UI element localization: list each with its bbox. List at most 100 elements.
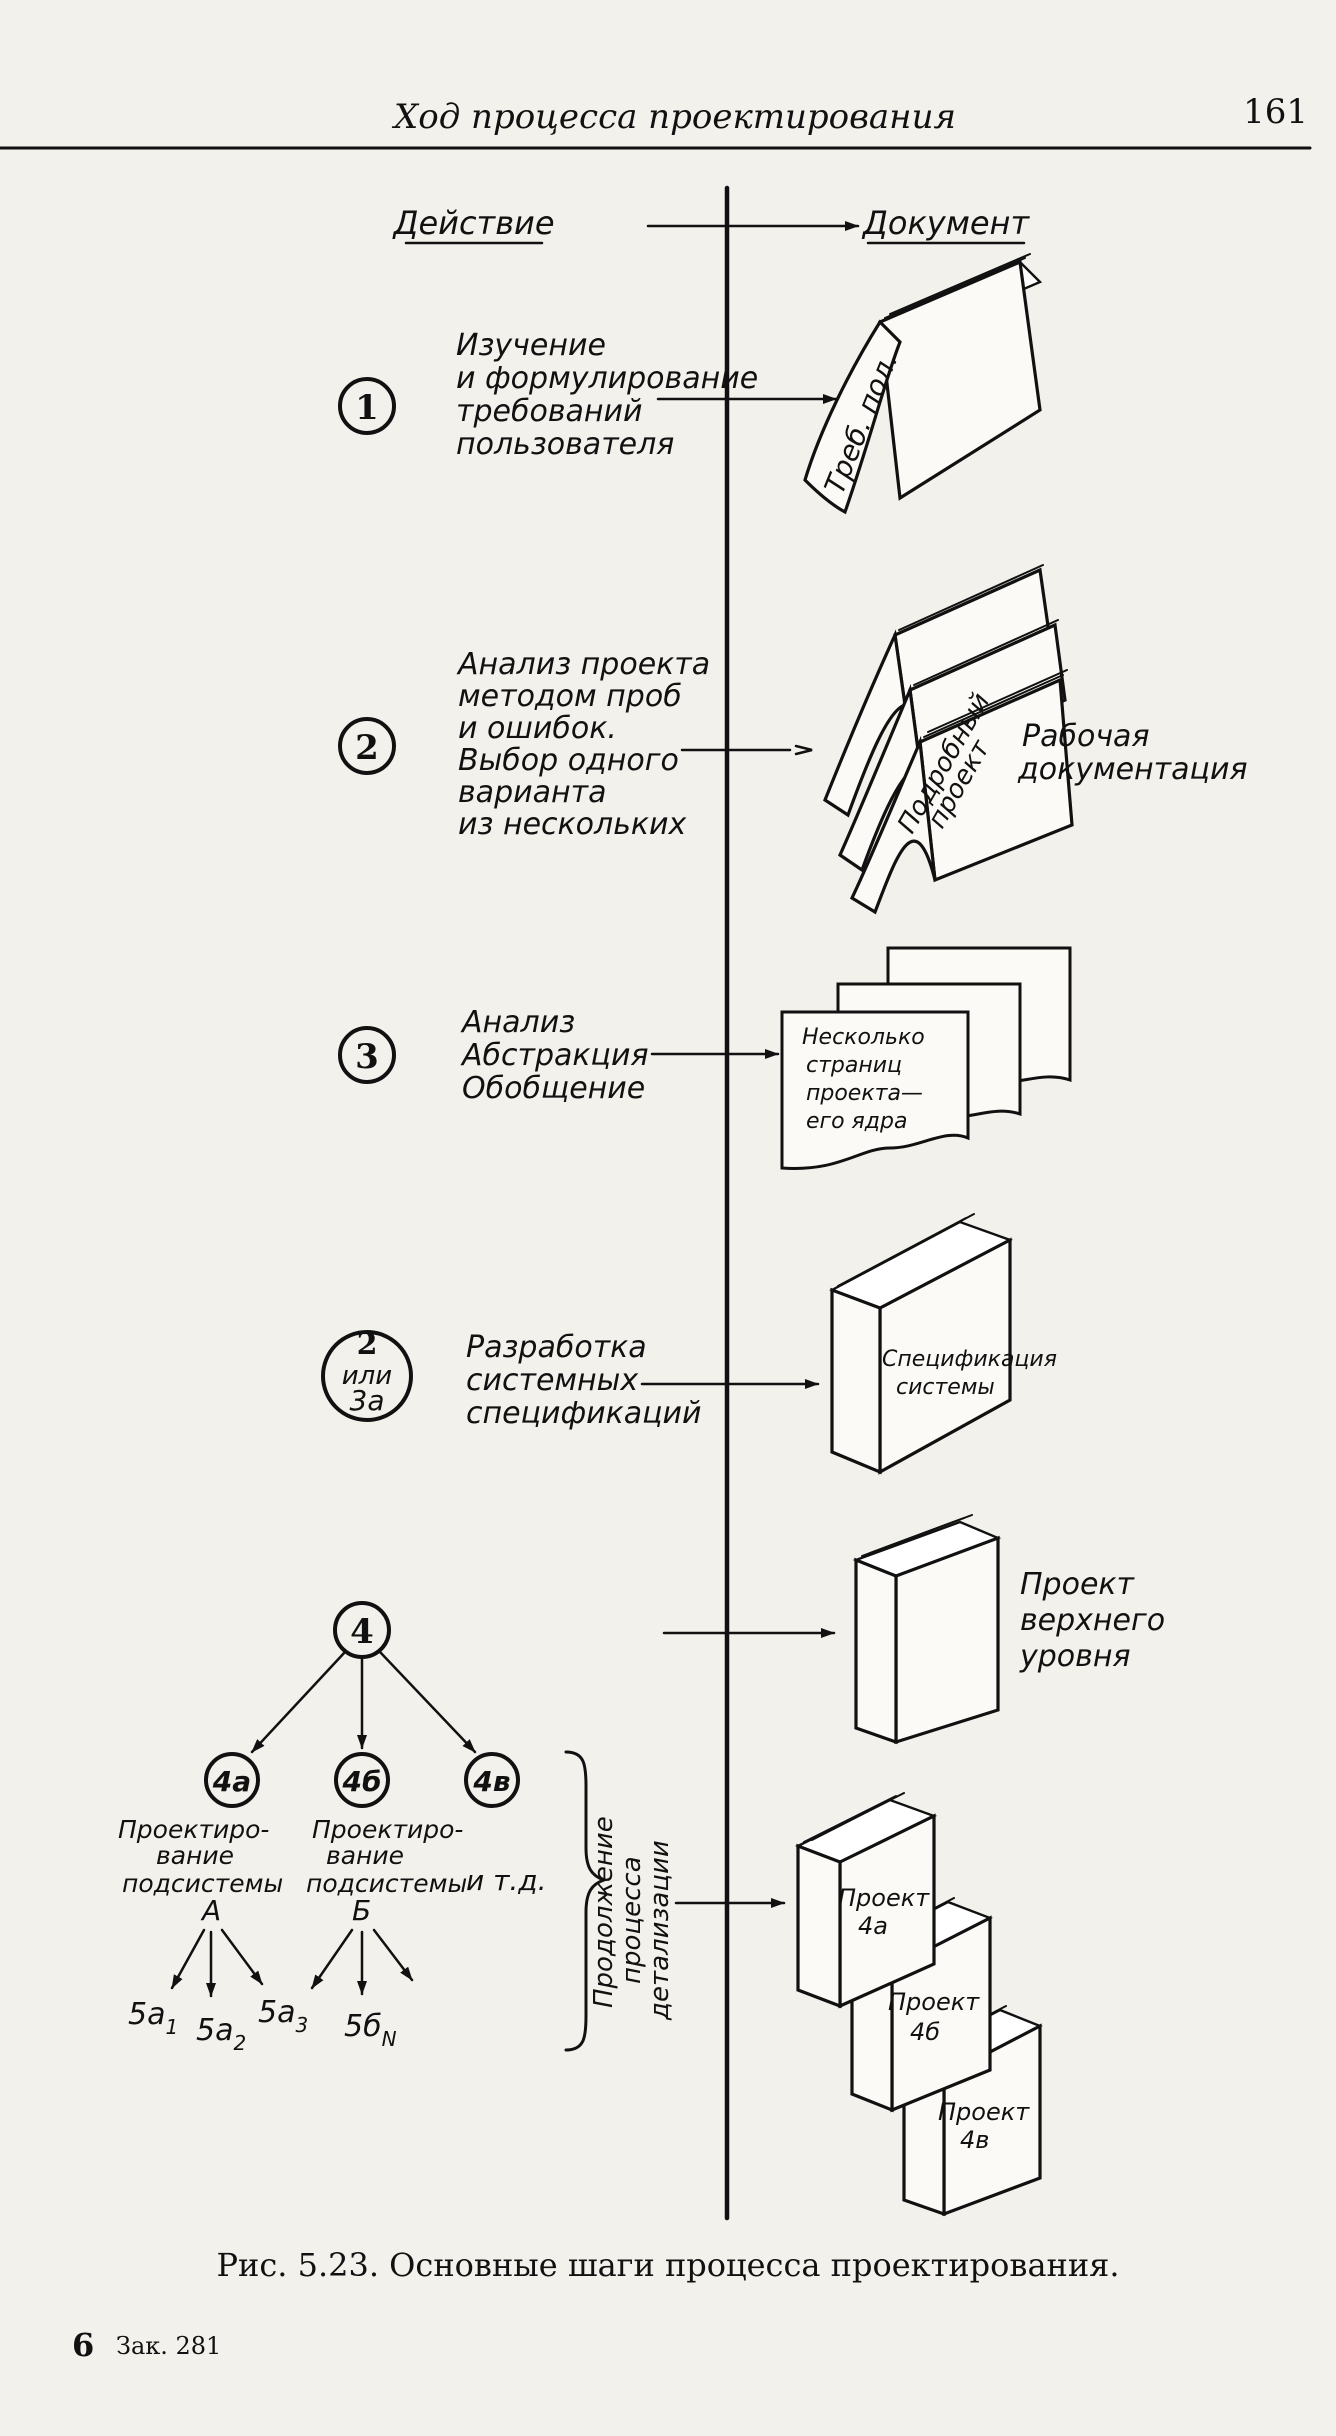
action-heading: Действие: [391, 204, 554, 242]
doc-line: Спецификация: [882, 1347, 1057, 1372]
step-number: 3а: [350, 1384, 385, 1417]
running-title: Ход процесса проектирования: [391, 97, 956, 137]
page-header: Ход процесса проектирования 161: [0, 92, 1312, 150]
substep-b-text: Проектиро- вание подсистемы Б: [306, 1815, 467, 1927]
step-number-circle: [321, 1330, 413, 1422]
action-line: Проектиро-: [118, 1815, 269, 1844]
substep-tree: 4а 4б 4в Проектиро- вание подсистемы А П…: [118, 1650, 786, 2055]
signature-number: 6: [72, 2326, 94, 2364]
action-line: вание: [156, 1841, 234, 1870]
top-level-label: Проект верхнего уровня: [1019, 1567, 1165, 1674]
action-line: Проектиро-: [312, 1815, 463, 1844]
action-line: и формулирование: [456, 361, 758, 396]
action-line: требований: [456, 394, 643, 429]
column-headings: Действие Документ: [391, 204, 1031, 245]
doc-line: Проект: [938, 2098, 1030, 2126]
requirements-book-icon: Треб. пол.: [803, 253, 1043, 515]
step-action-text: Изучение и формулирование требований пол…: [456, 328, 758, 462]
step-action-text: Разработка системных спецификаций: [466, 1330, 702, 1431]
step-1: 1 Изучение и формулирование требований п…: [338, 253, 1043, 515]
substep-number: 4б: [341, 1765, 381, 1798]
brace-line: Продолжение: [589, 1816, 619, 2008]
leaf-label: 5а1: [128, 1997, 178, 2039]
step-number-circle: [338, 717, 396, 775]
action-line: подсистемы: [306, 1869, 467, 1898]
system-spec-book-icon: Спецификация системы: [829, 1213, 1057, 1475]
pages-stack-icon: Несколько страниц проекта— его ядра: [780, 946, 1072, 1170]
action-line: методом проб: [458, 679, 682, 714]
doc-line: системы: [896, 1375, 995, 1400]
action-line: подсистемы: [122, 1869, 283, 1898]
step-number: 3: [355, 1037, 379, 1077]
doc-line: 4в: [960, 2126, 989, 2154]
doc-line: уровня: [1019, 1639, 1131, 1674]
step-number: или: [342, 1361, 392, 1391]
figure-caption: Рис. 5.23. Основные шаги процесса проект…: [216, 2246, 1119, 2284]
step-number: 2: [357, 1327, 378, 1362]
step-2-or-3a: 2 или 3а Разработка системных спецификац…: [321, 1213, 1057, 1475]
curly-brace: [564, 1750, 609, 2052]
leaf-label: 5бN: [344, 2009, 397, 2051]
action-line: системных: [466, 1363, 638, 1398]
step-number: 1: [355, 388, 379, 428]
action-line: Выбор одного: [458, 743, 679, 778]
order-number: Зак. 281: [116, 2332, 221, 2360]
step-number: 2: [355, 728, 379, 768]
page-footer: 6 Зак. 281: [72, 2326, 221, 2364]
step-action-text: Анализ Абстракция Обобщение: [460, 1005, 649, 1106]
subsystem-books: Проект 4в Проект 4б Проект 4а: [795, 1792, 1043, 2217]
substep-a-text: Проектиро- вание подсистемы А: [118, 1815, 283, 1927]
step-number-circle: [338, 377, 396, 435]
doc-line: 4б: [910, 2018, 940, 2046]
leaf-label: 5а2: [196, 2013, 246, 2055]
action-line: Разработка: [466, 1330, 647, 1365]
leaf-label: 5а3: [258, 1995, 308, 2037]
action-line: Абстракция: [460, 1038, 649, 1073]
doc-line: Рабочая: [1022, 719, 1150, 754]
substep-circle: [204, 1752, 260, 1808]
step-3: 3 Анализ Абстракция Обобщение Несколько …: [338, 946, 1072, 1170]
action-line: и ошибок.: [458, 711, 617, 746]
working-docs-label: Рабочая документация: [1017, 719, 1248, 787]
doc-line: Несколько: [802, 1025, 925, 1050]
action-line: пользователя: [456, 427, 674, 462]
doc-line: его ядра: [806, 1109, 907, 1134]
substep-circle: [464, 1752, 520, 1808]
doc-line: проекта—: [806, 1081, 923, 1106]
action-line: Анализ: [460, 1005, 575, 1040]
etc-label: и т.д.: [466, 1864, 547, 1897]
action-line: из нескольких: [458, 807, 686, 842]
doc-line: 4а: [858, 1912, 888, 1940]
substep-circle: [334, 1752, 390, 1808]
doc-line: страниц: [806, 1053, 902, 1078]
substep-number: 4а: [212, 1765, 251, 1798]
action-line: варианта: [458, 775, 606, 810]
action-line: вание: [326, 1841, 404, 1870]
brace-line: процесса: [617, 1856, 647, 1984]
action-line: Б: [352, 1894, 371, 1927]
brace-line: детализации: [645, 1840, 675, 2021]
step-number: 4: [350, 1612, 374, 1652]
action-line: Изучение: [456, 328, 606, 363]
step-action-text: Анализ проекта методом проб и ошибок. Вы…: [456, 647, 710, 842]
step-number-circle: [338, 1026, 396, 1084]
step-4: 4 Проект верхнего уровня: [333, 1514, 1165, 1745]
action-line: А: [200, 1894, 221, 1927]
top-level-book-icon: [852, 1514, 1002, 1745]
doc-line: верхнего: [1020, 1603, 1165, 1638]
brace-label: Продолжение процесса детализации: [589, 1816, 675, 2021]
doc-line: Проект: [1020, 1567, 1136, 1602]
leaf-labels: 5а1 5а2 5а3 5бN: [128, 1995, 397, 2055]
step-2: 2 Анализ проекта методом проб и ошибок. …: [338, 564, 1248, 915]
page-number: 161: [1243, 92, 1308, 132]
doc-line: Проект: [838, 1884, 930, 1912]
project-4a-book-icon: Проект 4а: [795, 1792, 938, 2009]
document-heading: Документ: [861, 204, 1031, 242]
doc-line: документация: [1017, 752, 1248, 787]
doc-line: Проект: [888, 1988, 980, 2016]
substep-number: 4в: [472, 1765, 510, 1798]
action-line: Обобщение: [462, 1071, 645, 1106]
action-line: Анализ проекта: [456, 647, 710, 682]
action-line: спецификаций: [466, 1396, 702, 1431]
